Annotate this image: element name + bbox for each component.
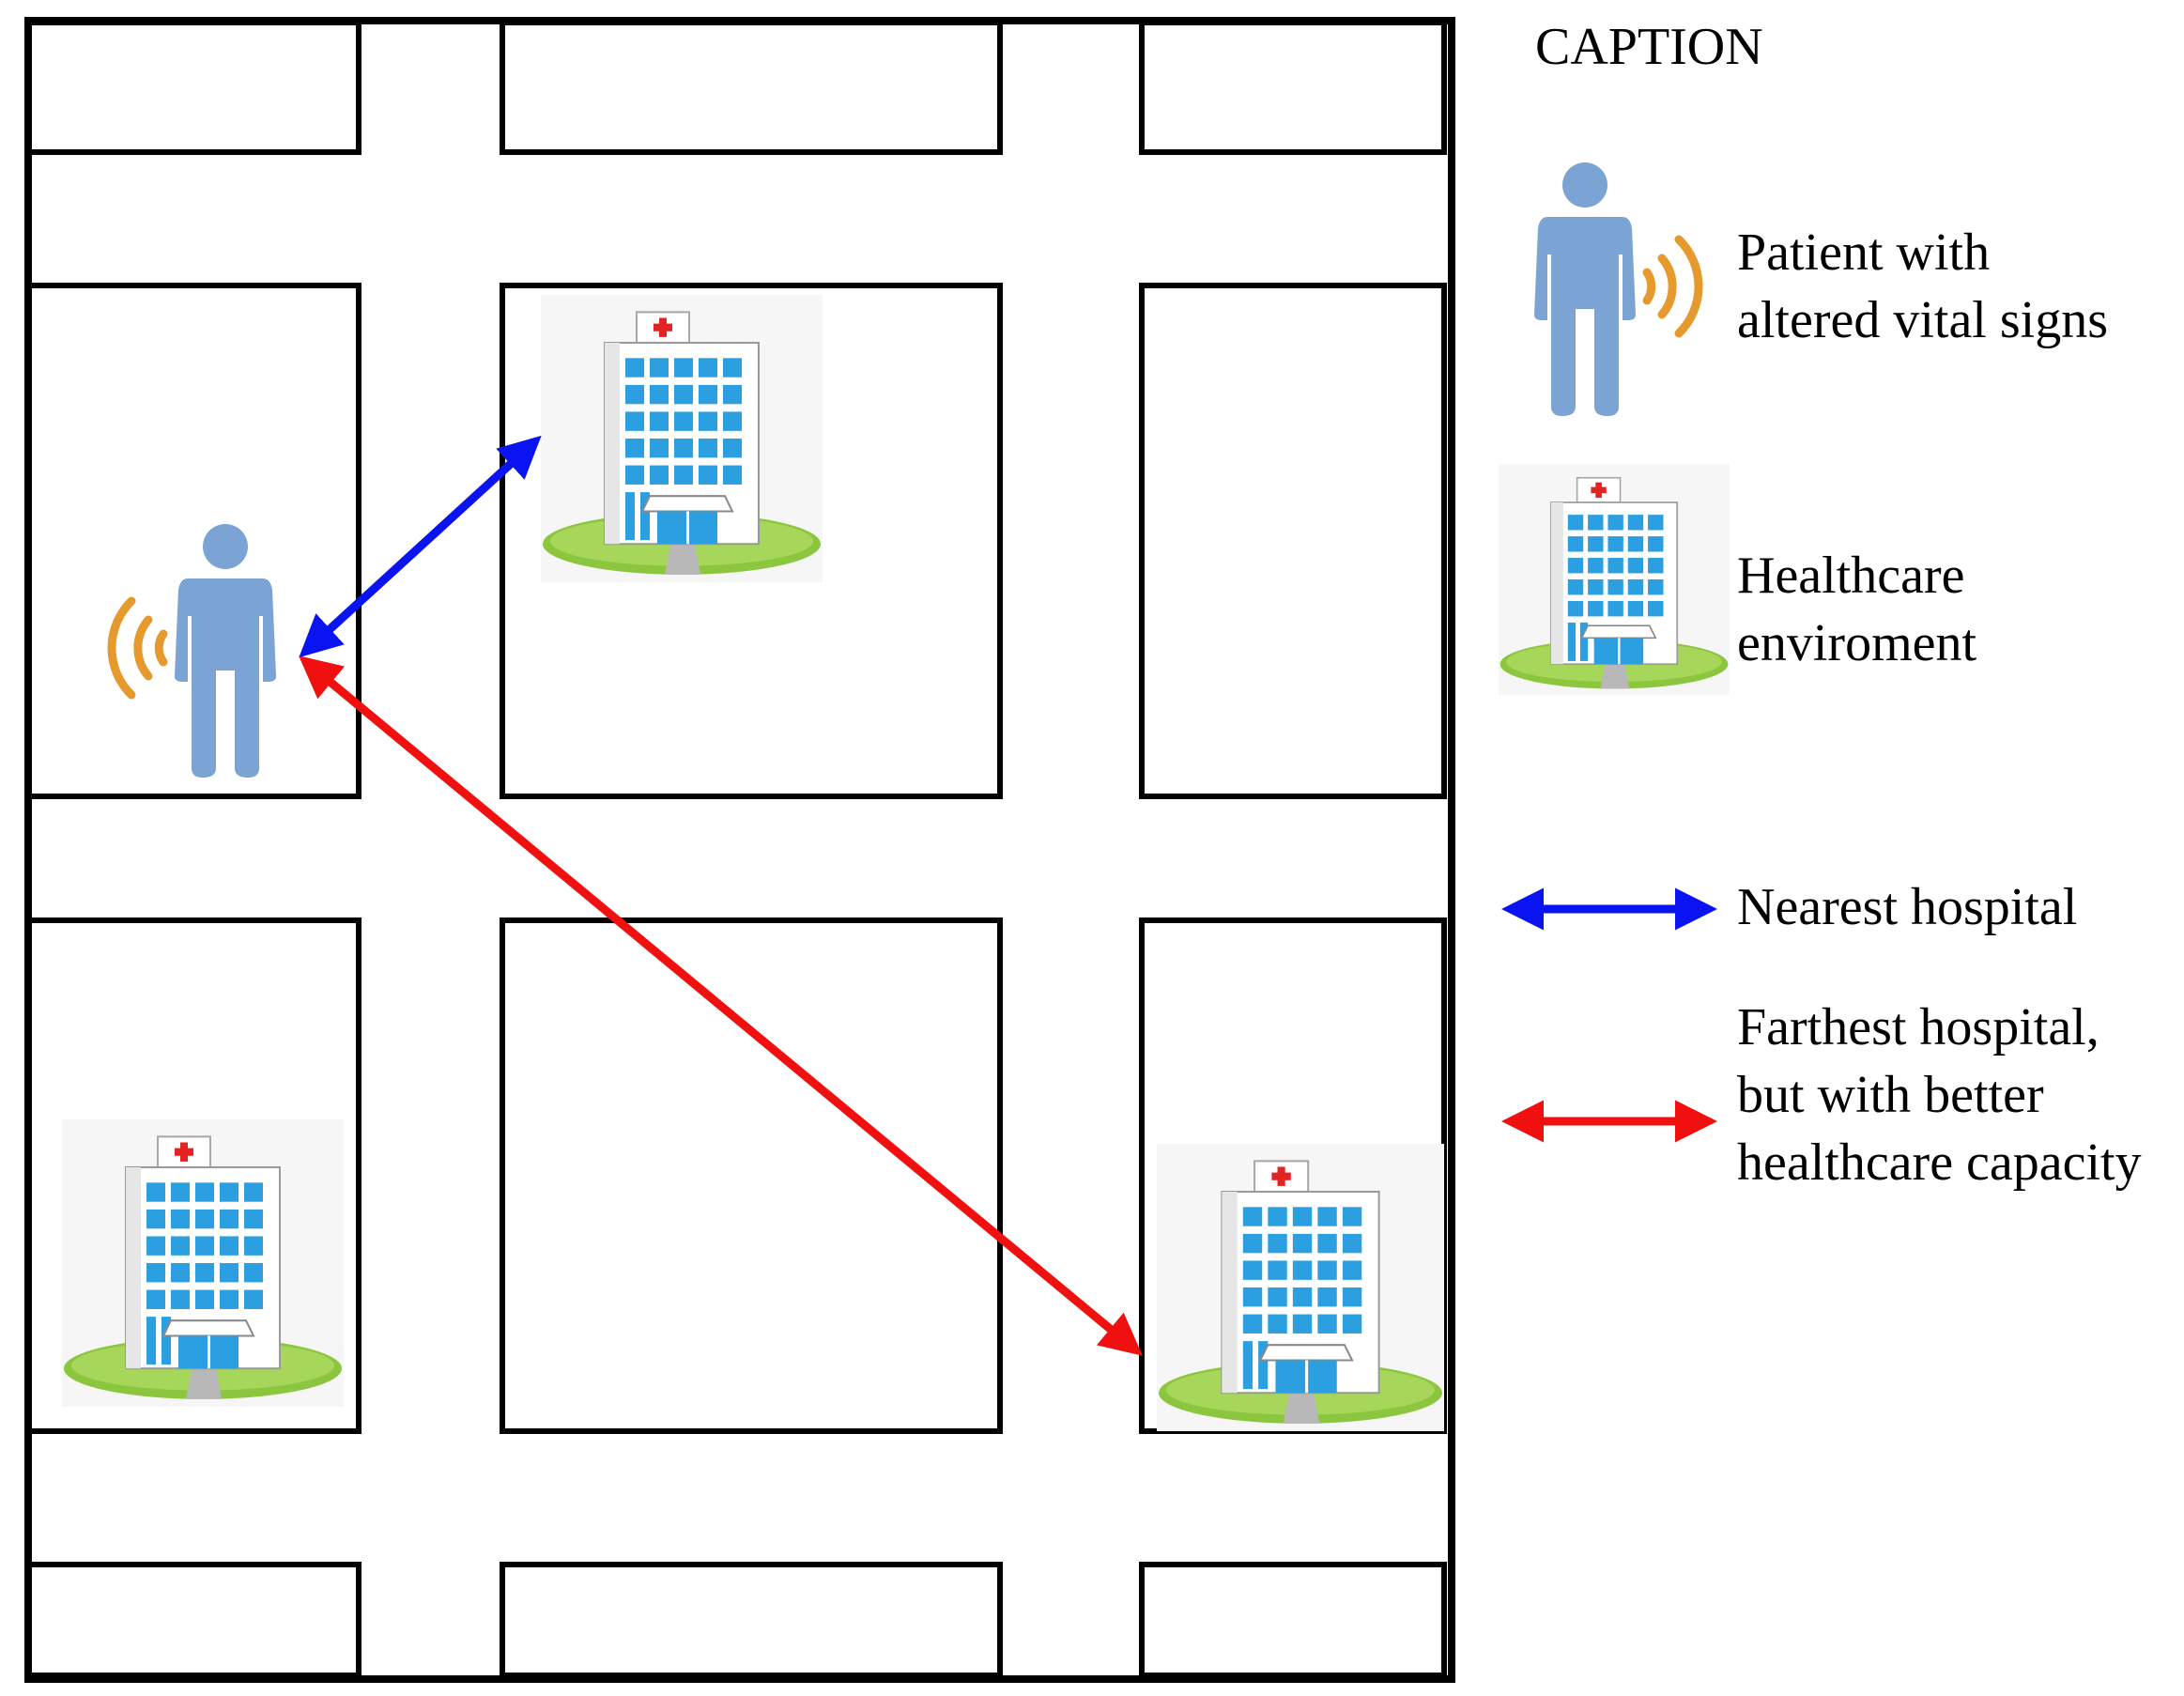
block-r4c1 [25, 1562, 361, 1678]
legend-farthest-label-line1: Farthest hospital, [1737, 998, 2099, 1056]
farthest-hospital-arrow [299, 655, 1143, 1356]
hospital-icon-farthest [1155, 1142, 1446, 1433]
legend-hospital-icon [1498, 463, 1730, 696]
block-r1c3 [1139, 20, 1447, 155]
legend-patient-icon [1534, 162, 1699, 416]
legend-patient-label-line2: altered vital signs [1737, 291, 2108, 349]
block-r4c3 [1139, 1562, 1447, 1678]
caption-title: CAPTION [1535, 18, 1763, 76]
block-r4c2 [500, 1562, 1003, 1678]
block-r1c2 [500, 20, 1003, 155]
hospital-icon-bottom-left [60, 1118, 346, 1409]
legend-farthest-label-line2: but with better [1737, 1066, 2044, 1124]
block-r2c3 [1139, 283, 1447, 799]
legend-nearest-label: Nearest hospital [1737, 878, 2077, 936]
block-r1c1 [25, 20, 361, 155]
legend-patient-label-line1: Patient with [1737, 224, 1990, 282]
legend-healthcare-label-line1: Healthcare [1737, 547, 1964, 605]
legend-healthcare-label-line2: enviroment [1737, 614, 1976, 672]
hospital-icon-nearest [539, 293, 824, 584]
nearest-hospital-arrow [299, 435, 542, 658]
map-border [24, 17, 1455, 1683]
legend-farthest-label-line3: healthcare capacity [1737, 1133, 2142, 1192]
